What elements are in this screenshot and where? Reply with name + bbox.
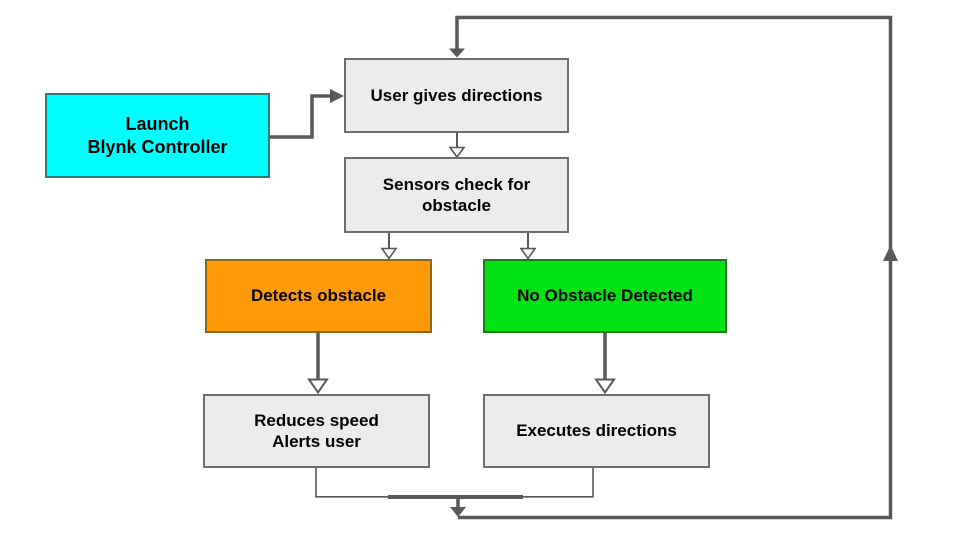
connector-merge-to-loop	[388, 495, 523, 517]
arrowhead-hollow-down-icon	[448, 146, 466, 159]
connector-executes-to-merge	[458, 468, 594, 498]
node-sensors-check-for-obstacle: Sensors check for obstacle	[344, 157, 569, 233]
arrowhead-solid-right-icon	[330, 89, 344, 103]
arrowhead-hollow-down-icon	[519, 247, 537, 260]
node-reduces-speed-alerts-user: Reduces speed Alerts user	[203, 394, 430, 468]
arrowhead-solid-down-icon	[450, 507, 466, 517]
node-executes-directions: Executes directions	[483, 394, 710, 468]
connector-detects-to-reduces	[307, 333, 329, 395]
connector-launch-to-user-gives	[270, 89, 344, 139]
arrowhead-hollow-down-icon	[380, 247, 398, 260]
connector-sensors-to-no-obstacle	[519, 233, 537, 260]
arrowhead-hollow-down-icon	[594, 378, 616, 395]
node-detects-obstacle: Detects obstacle	[205, 259, 432, 333]
node-user-gives-directions: User gives directions	[344, 58, 569, 133]
arrowhead-solid-up-icon	[883, 245, 898, 261]
connector-sensors-to-detects	[380, 233, 398, 260]
arrowhead-hollow-down-icon	[307, 378, 329, 395]
connector-feedback-loop	[449, 15, 898, 520]
node-no-obstacle-detected: No Obstacle Detected	[483, 259, 727, 333]
arrowhead-solid-down-icon	[449, 48, 465, 58]
connector-no-obstacle-to-executes	[594, 333, 616, 395]
connector-user-gives-to-sensors	[448, 133, 466, 159]
connector-reduces-to-merge	[315, 468, 458, 498]
node-launch-blynk-controller: Launch Blynk Controller	[45, 93, 270, 178]
